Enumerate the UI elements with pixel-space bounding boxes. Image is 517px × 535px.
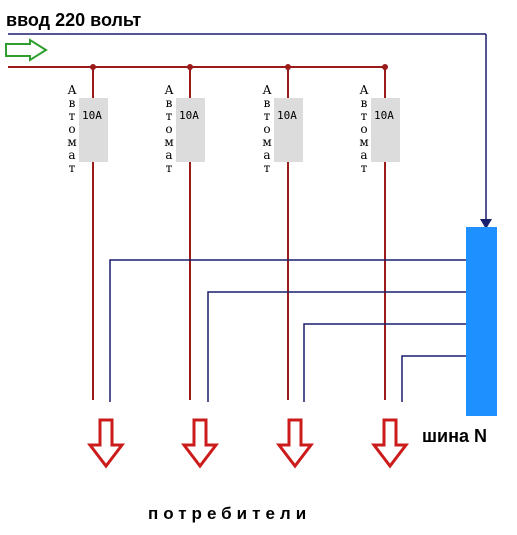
breaker-vertical-letter: о (68, 122, 75, 136)
breaker-vertical-letter: т (166, 109, 173, 123)
breaker-vertical-letter: о (165, 122, 172, 136)
breaker-vertical-letter: А (164, 83, 173, 97)
breaker-vertical-letter: А (262, 83, 271, 97)
breaker-vertical-letter: в (264, 96, 271, 110)
neutral-arrow-head (480, 219, 492, 229)
breaker-body (79, 98, 108, 162)
breaker-body (371, 98, 400, 162)
breaker-vertical-letter: в (361, 96, 368, 110)
breaker-vertical-letter: м (67, 135, 76, 149)
breaker-vertical-letter: а (165, 148, 172, 162)
breaker-rating: 10A (82, 109, 102, 122)
neutral-branches (109, 259, 466, 402)
output-arrow-icon (180, 418, 220, 469)
breaker-vertical-letter: о (360, 122, 367, 136)
breaker-vertical-letter: а (68, 148, 75, 162)
diagram-title: ввод 220 вольт (6, 10, 141, 30)
breaker-vertical-letter: а (360, 148, 367, 162)
junction-dot (382, 64, 388, 70)
breaker-vertical-letter: в (69, 96, 76, 110)
neutral-bus (466, 227, 497, 416)
consumers-label: потребители (148, 504, 311, 523)
output-arrows (86, 418, 410, 469)
breaker-vertical-letter: т (361, 161, 368, 175)
breaker-body (176, 98, 205, 162)
junction-dot (90, 64, 96, 70)
neutral-input-line (8, 33, 487, 226)
breaker-vertical-letter: т (69, 161, 76, 175)
bus-label: шина N (422, 426, 487, 446)
junction-dot (187, 64, 193, 70)
breaker-vertical-letter: т (264, 161, 271, 175)
junction-dot (285, 64, 291, 70)
breaker-vertical-letter: в (166, 96, 173, 110)
breaker-vertical-letter: т (361, 109, 368, 123)
breaker-vertical-letter: о (263, 122, 270, 136)
breaker-body (274, 98, 303, 162)
breaker-vertical-letter: А (359, 83, 368, 97)
breaker-vertical-letter: м (359, 135, 368, 149)
breaker-vertical-letter: т (264, 109, 271, 123)
breaker-vertical-letter: м (164, 135, 173, 149)
breaker-rating: 10A (277, 109, 297, 122)
breaker-rating: 10A (374, 109, 394, 122)
output-arrow-icon (275, 418, 315, 469)
breaker-vertical-letter: т (69, 109, 76, 123)
input-arrow-icon (5, 38, 48, 62)
output-arrow-icon (86, 418, 126, 469)
output-arrow-icon (370, 418, 410, 469)
breaker-vertical-letter: т (166, 161, 173, 175)
breaker-vertical-letter: А (67, 83, 76, 97)
breaker-rating: 10A (179, 109, 199, 122)
breaker-vertical-letter: а (263, 148, 270, 162)
breaker-vertical-letter: м (262, 135, 271, 149)
